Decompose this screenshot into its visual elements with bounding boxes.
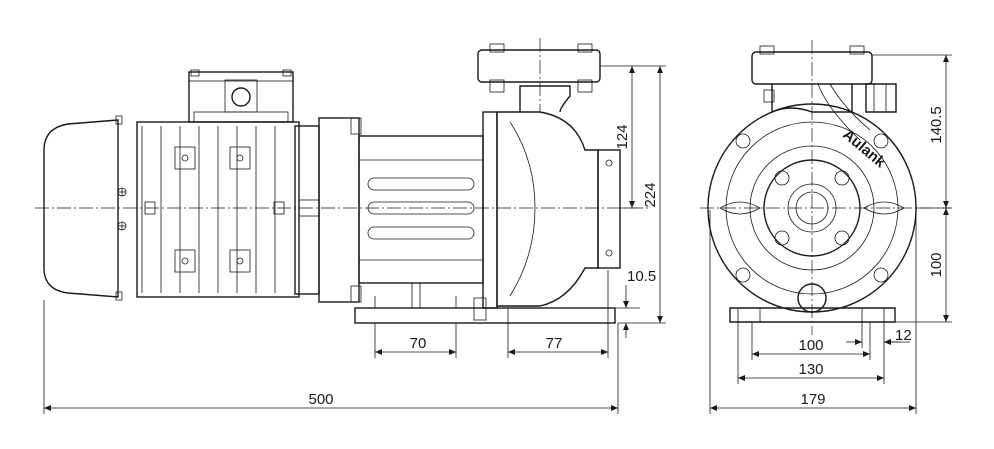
dim-outlet-offset: 124 — [614, 124, 631, 149]
dim-foot-spacing: 70 — [410, 335, 427, 352]
cable-gland-icon — [231, 87, 251, 107]
inlet-flange — [763, 159, 861, 257]
end-outlet-flange — [751, 51, 873, 85]
dim-flange-height: 224 — [642, 182, 659, 207]
drain-plug-icon — [797, 283, 827, 313]
discharge-flange — [477, 49, 601, 83]
end-view: Aulank — [700, 40, 950, 335]
adapter-flange — [318, 117, 360, 303]
end-dimensions: 179 130 100 12 140.5 100 — [709, 54, 952, 414]
dim-foot-thickness: 10.5 — [627, 268, 656, 285]
dim-suction-offset: 77 — [546, 335, 563, 352]
casing-bolt-icons — [735, 133, 889, 283]
base-plate — [354, 307, 616, 324]
dim-center-height: 100 — [928, 252, 945, 277]
side-dimensions: 500 70 77 224 124 10.5 — [43, 65, 666, 414]
inlet-bolt-icons — [774, 170, 850, 246]
motor-cooling-fins — [141, 126, 276, 293]
housing-slots — [367, 177, 475, 240]
end-cable-gland-icon — [865, 83, 897, 113]
fan-cover — [43, 119, 119, 298]
dim-overall-width: 179 — [800, 391, 825, 408]
end-base-plate — [729, 307, 896, 323]
magnetic-drive-housing — [358, 135, 484, 284]
dim-base-outer: 130 — [798, 361, 823, 378]
dim-foot-hole: 12 — [895, 327, 912, 344]
dim-overall-length: 500 — [308, 391, 333, 408]
motor-lug — [174, 146, 251, 273]
dim-base-inner: 100 — [798, 337, 823, 354]
side-view — [35, 38, 650, 324]
discharge-neck — [519, 85, 571, 113]
pump-casing — [496, 111, 599, 307]
dim-outlet-height: 140.5 — [928, 106, 945, 144]
suction-flange — [597, 149, 621, 269]
casing-flange — [482, 111, 498, 309]
terminal-box — [188, 71, 294, 123]
brand-logo: Aulank — [839, 126, 889, 172]
